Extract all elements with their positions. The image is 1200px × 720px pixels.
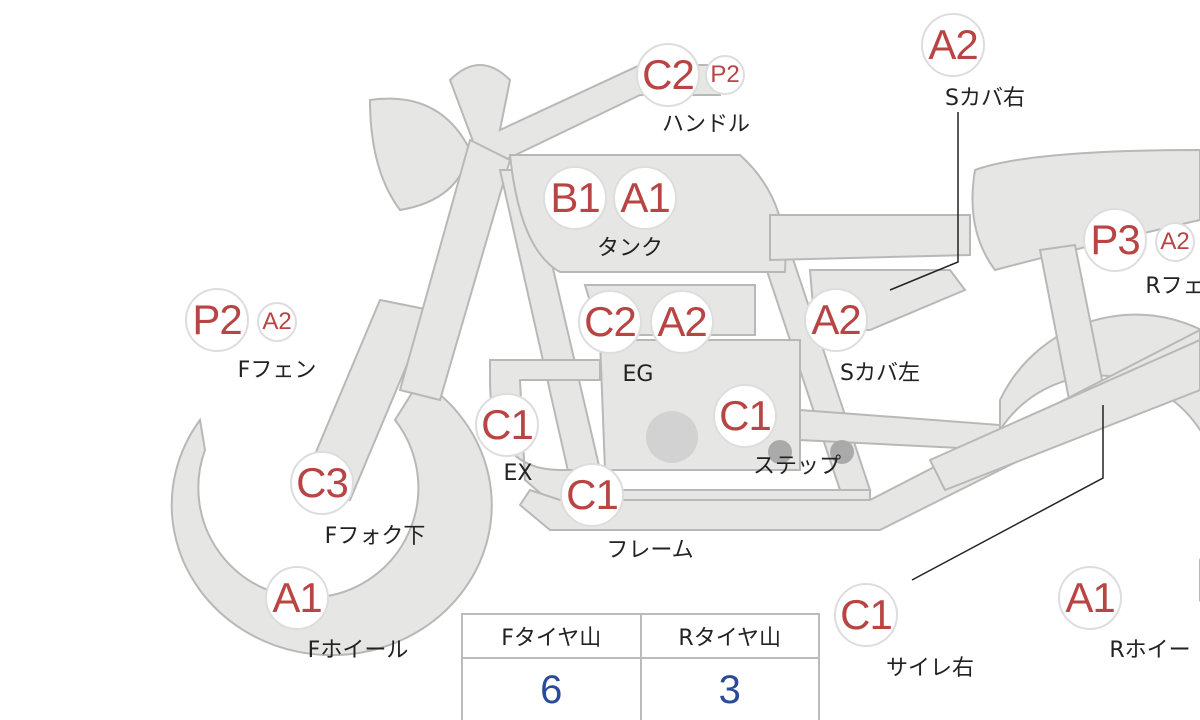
label-frame: フレーム [606, 538, 694, 563]
seat-front-shape [769, 214, 971, 262]
badge-exhaust-c1: C1 [475, 393, 539, 457]
label-exhaust: EX [503, 461, 533, 486]
badge-front-wheel-a1: A1 [265, 566, 329, 630]
label-side-cover-right: Sカバ右 [945, 86, 1025, 111]
badge-step-c1: C1 [713, 384, 777, 448]
badge-side-cover-right-a2: A2 [921, 13, 985, 77]
badge-engine-a2: A2 [650, 290, 714, 354]
label-front-fender: Fフェン [237, 358, 317, 383]
engine-cover-circle [646, 411, 698, 463]
label-silencer-right: サイレ右 [885, 656, 975, 681]
label-tank: タンク [596, 236, 664, 261]
label-rear-wheel: Rホイー [1109, 638, 1191, 663]
headlight-shape [368, 97, 472, 212]
label-step: ステップ [752, 454, 842, 479]
badge-front-fender-p2: P2 [185, 288, 249, 352]
badge-rear-fender-a2: A2 [1155, 222, 1195, 262]
label-front-wheel: Fホイール [307, 638, 409, 663]
badge-rear-fender-p3: P3 [1083, 208, 1147, 272]
front-fork-shape [298, 298, 432, 502]
badge-rear-wheel-a1: A1 [1058, 566, 1122, 630]
badge-handle-p2: P2 [705, 55, 745, 95]
label-front-fork-lower: Fフォク下 [324, 524, 426, 549]
badge-engine-c2: C2 [578, 290, 642, 354]
leader-lines [889, 112, 1104, 581]
silencer-shape [928, 338, 1200, 492]
badge-front-fender-a2: A2 [257, 302, 297, 342]
badge-silencer-right-c1: C1 [834, 583, 898, 647]
label-handle: ハンドル [661, 112, 751, 137]
front-tire-value: 6 [461, 657, 642, 720]
badge-front-fork-c3: C3 [290, 451, 354, 515]
badge-frame-c1: C1 [560, 463, 624, 527]
label-engine: EG [622, 362, 654, 387]
step-peg-right [830, 440, 854, 464]
label-side-cover-left: Sカバ左 [840, 361, 920, 386]
rear-tire-header: Rタイヤ山 [639, 613, 820, 659]
tire-tread-table: Fタイヤ山 Rタイヤ山 6 3 [461, 613, 820, 720]
front-frame-shape [398, 138, 512, 402]
label-rear-fender: Rフェ [1145, 274, 1200, 299]
badge-tank-a1: A1 [613, 166, 677, 230]
badge-handle-c2: C2 [636, 43, 700, 107]
front-tire-header: Fタイヤ山 [461, 613, 642, 659]
step-peg-left [768, 440, 792, 464]
badge-side-cover-left-a2: A2 [804, 288, 868, 352]
badge-tank-b1: B1 [543, 166, 607, 230]
rear-tire-value: 3 [639, 657, 820, 720]
